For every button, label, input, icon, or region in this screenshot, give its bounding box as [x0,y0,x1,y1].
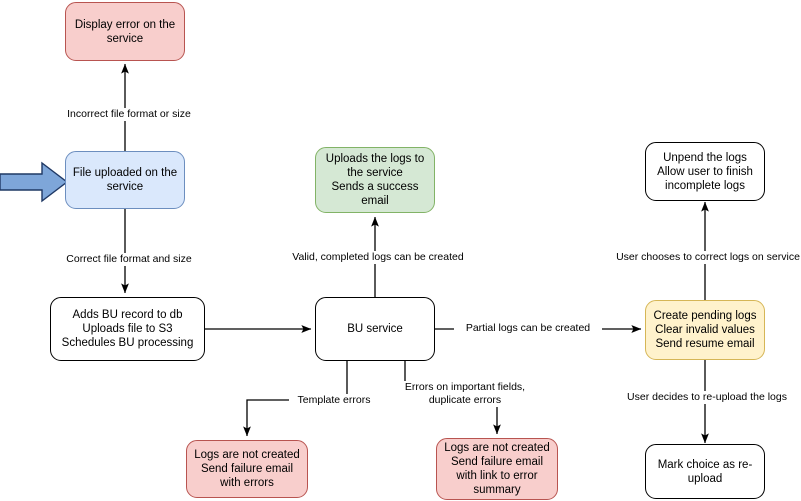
node-create-pending-logs[interactable]: Create pending logs Clear invalid values… [645,300,765,360]
node-adds-bu-record-to-db[interactable]: Adds BU record to db Uploads file to S3 … [50,297,205,361]
edge-label-user-decides-to-re-upload-the-logs: User decides to re-upload the logs [613,391,801,404]
edge-label-correct-file-format-and-size: Correct file format and size [56,253,202,266]
node-logs-not-created-error-summary[interactable]: Logs are not created Send failure email … [436,438,558,500]
node-file-uploaded-on-the-service[interactable]: File uploaded on the service [65,151,185,209]
node-unpend-the-logs[interactable]: Unpend the logs Allow user to finish inc… [645,142,765,201]
node-uploads-the-logs-to-the-service[interactable]: Uploads the logs to the service Sends a … [315,147,435,213]
edge-label-errors-on-important-fields: Errors on important fields, duplicate er… [392,381,538,407]
node-display-error[interactable]: Display error on the service [65,2,185,61]
edge-label-incorrect-file-format-or-size: Incorrect file format or size [56,108,202,121]
edge-label-partial-logs-can-be-created: Partial logs can be created [454,322,602,335]
edge-label-user-chooses-to-correct-logs-on-service: User chooses to correct logs on service [607,251,801,264]
entry-block-arrow [0,161,69,203]
node-bu-service[interactable]: BU service [315,297,435,361]
edge-label-valid-completed-logs-can-be-created: Valid, completed logs can be created [279,251,477,264]
node-mark-choice-as-re-upload[interactable]: Mark choice as re- upload [645,444,765,499]
node-logs-not-created-template-errors[interactable]: Logs are not created Send failure email … [186,440,308,498]
edge-label-template-errors: Template errors [289,394,379,407]
